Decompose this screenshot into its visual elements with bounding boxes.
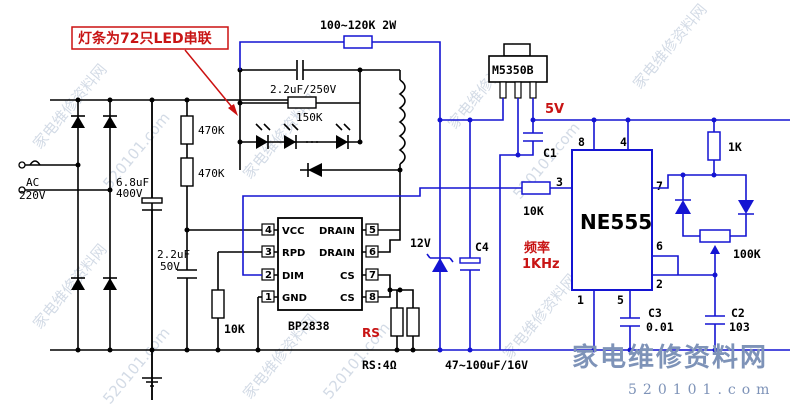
r-1k-value: 1K (728, 140, 742, 154)
ne555-pin-3: 3 (556, 175, 563, 189)
sense-resistors: RS RS:4Ω (362, 290, 420, 372)
zener-value: 12V (410, 236, 431, 250)
c3-label: C3 (648, 306, 662, 320)
supply-5v-label: 5V (545, 102, 564, 117)
resistor-470k-divider: 470K 470K 2.2uF 50V (157, 100, 270, 353)
bp2838-name: BP2838 (288, 319, 330, 333)
capacitor-c3: C3 0.01 (620, 306, 674, 350)
ac-voltage-label: 220V (19, 189, 46, 202)
c-led-value: 2.2uF/250V (270, 83, 337, 96)
rs-label: RS (362, 326, 380, 340)
c3-value: 0.01 (646, 320, 674, 334)
bp-pin-cs-8: CS (340, 293, 355, 304)
r-bleed-value: 100~120K 2W (320, 18, 396, 32)
c2-label: C2 (731, 306, 745, 320)
bp-pin-3-num: 3 (265, 247, 272, 258)
timing-network: 1K 100K C2 103 (652, 117, 761, 353)
ne555-pin-1: 1 (577, 293, 584, 307)
c-vcc-voltage: 50V (160, 260, 180, 273)
capacitor-6-8uf: 6.8uF 400V (116, 97, 163, 400)
r-470k-a-value: 470K (198, 124, 225, 137)
bp-pin-cs-7: CS (340, 271, 355, 282)
bp-pin-1-num: 1 (265, 292, 272, 303)
annotation-text: 灯条为72只LED串联 (78, 30, 213, 47)
c4-value: 47~100uF/16V (445, 358, 528, 372)
c1-label: C1 (543, 146, 557, 160)
watermark-text: 家电维修资料网 (29, 241, 110, 333)
bleed-top-wire (239, 41, 344, 70)
ac-label: AC (26, 176, 39, 189)
ne555-pin-5: 5 (617, 293, 624, 307)
zener-12v: 12V (410, 236, 454, 272)
led-count-annotation: 灯条为72只LED串联 (71, 26, 238, 116)
bp-pin-4-num: 4 (265, 225, 272, 236)
resistor-10k-rpd: 10K (211, 251, 270, 353)
regulator-m5350b: M5350B (488, 43, 548, 99)
bp-pin-drain-6: DRAIN (319, 248, 355, 259)
r-470k-b-value: 470K (198, 167, 225, 180)
watermark-text: 家电维修资料网 (499, 271, 580, 363)
r-10k-left-value: 10K (224, 322, 245, 336)
bp-pin-dim: DIM (282, 271, 304, 282)
c4-label: C4 (475, 240, 489, 254)
watermark-text: 家电维修资料网 (629, 1, 710, 93)
site-url: 520101.com (628, 382, 775, 398)
bp-pin-2-num: 2 (265, 270, 272, 281)
bp-pin-5-num: 5 (369, 225, 376, 236)
ne555-name: NE555 (580, 210, 652, 234)
bp-pin-gnd: GND (282, 293, 307, 304)
c-main-value: 6.8uF (116, 176, 149, 189)
c-main-voltage: 400V (116, 187, 143, 200)
watermark-text: 家电维修资料网 (29, 61, 110, 153)
pot-value: 100K (733, 247, 761, 261)
c2-value: 103 (729, 320, 750, 334)
bp-pin-8-num: 8 (369, 292, 376, 303)
freq-label-value: 1KHz (522, 257, 560, 272)
ne555-pin-6: 6 (656, 239, 663, 253)
r-parallel-value: 150K (296, 111, 323, 124)
ne555-pin-8: 8 (578, 135, 585, 149)
regulator-name: M5350B (492, 63, 534, 77)
rs-value: RS:4Ω (362, 358, 397, 372)
site-watermark-logo: 家电维修资料网 520101.com (572, 342, 775, 398)
site-name-cn: 家电维修资料网 (572, 342, 768, 373)
bp-pin-drain-5: DRAIN (319, 226, 355, 237)
ne555-ic: NE555 8 4 7 6 2 1 5 (571, 120, 663, 350)
bp-pin-vcc: VCC (282, 226, 304, 237)
ne555-pin-4: 4 (620, 135, 627, 149)
ne555-pin-2: 2 (656, 277, 663, 291)
r-10k-mid-value: 10K (523, 204, 544, 218)
freq-label-cn: 频率 (524, 240, 550, 256)
dim-signal-wire (242, 187, 522, 276)
ne555-pin-7: 7 (656, 179, 663, 193)
inductor (397, 70, 406, 225)
led-string: 2.2uF/250V 150K (237, 60, 400, 177)
c-vcc-value: 2.2uF (157, 248, 190, 261)
bp2838-ic: 4 3 2 1 VCC RPD DIM GND 5 6 7 8 DRAIN DR… (261, 217, 379, 333)
bp-pin-7-num: 7 (369, 270, 376, 281)
bp-pin-rpd: RPD (282, 248, 305, 259)
capacitor-c1: C1 (518, 120, 557, 160)
bp-pin-6-num: 6 (369, 247, 376, 258)
